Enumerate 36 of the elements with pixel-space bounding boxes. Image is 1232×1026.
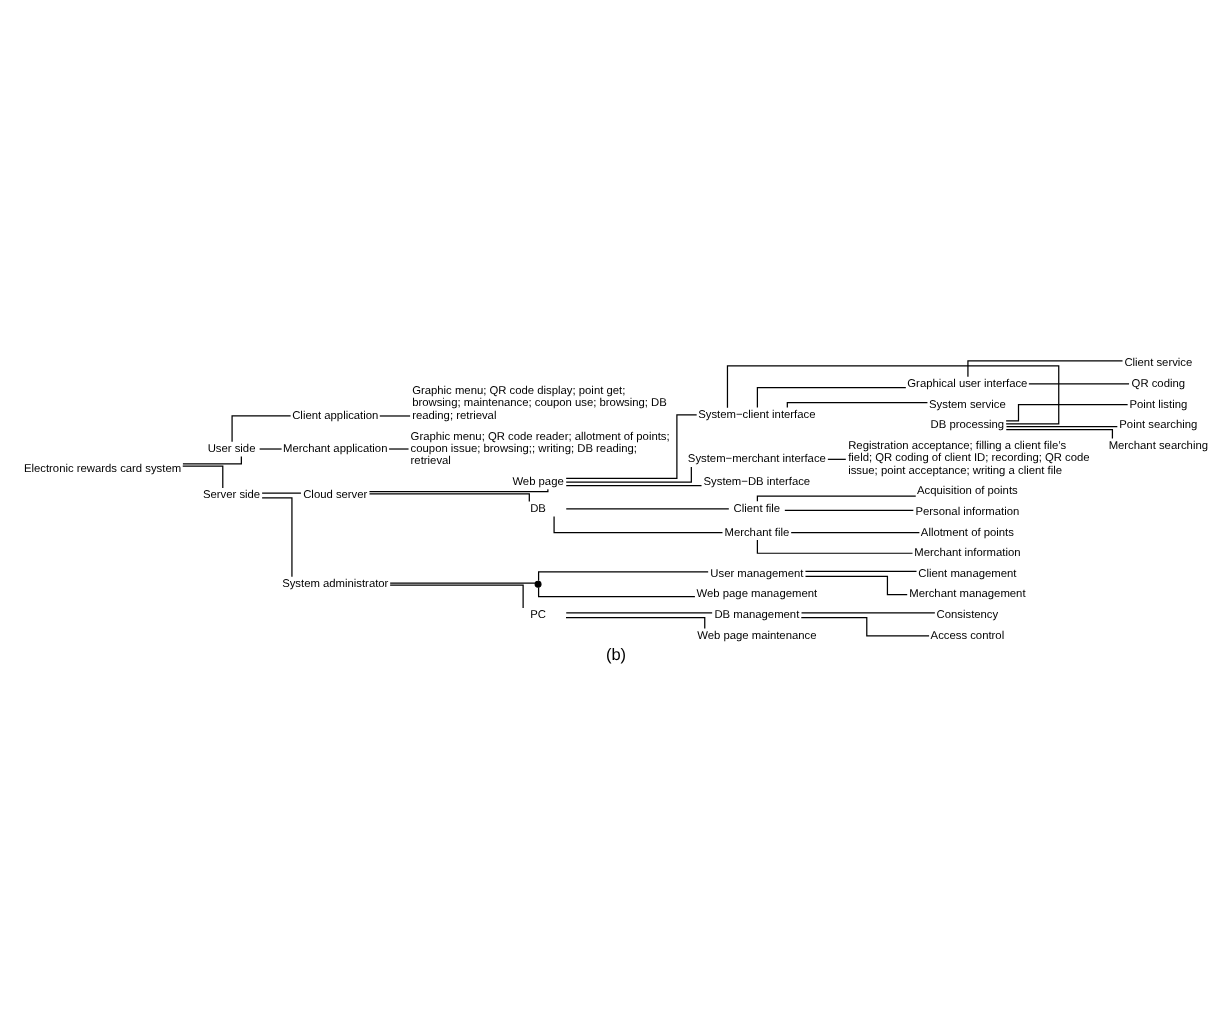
connector <box>182 465 224 489</box>
connector <box>786 401 929 409</box>
connector <box>790 532 920 534</box>
connector <box>389 582 536 584</box>
connector <box>756 539 914 554</box>
connector <box>784 509 914 512</box>
connector <box>756 387 907 409</box>
connector <box>368 493 530 502</box>
connector <box>756 495 917 502</box>
connector <box>804 575 908 596</box>
connector <box>804 570 918 573</box>
connector <box>553 515 724 534</box>
connector <box>565 414 698 480</box>
connector <box>967 360 1124 378</box>
connector <box>565 466 692 483</box>
connector <box>182 455 242 465</box>
connector <box>231 415 292 443</box>
connector <box>1005 429 1114 440</box>
connector <box>565 485 703 487</box>
connector <box>261 497 293 578</box>
connector <box>1028 383 1130 385</box>
caption: (b) <box>605 646 627 665</box>
connector <box>565 612 713 614</box>
connector <box>1005 404 1129 422</box>
connector <box>1005 426 1118 428</box>
connector <box>565 616 706 629</box>
connector <box>565 508 730 510</box>
connector <box>800 612 936 614</box>
connector <box>261 492 302 494</box>
connector <box>800 616 930 637</box>
connector <box>726 365 1060 425</box>
connector <box>389 584 524 609</box>
connector <box>538 571 709 582</box>
connector <box>538 587 696 598</box>
connector <box>368 488 549 493</box>
node-point <box>534 580 542 588</box>
